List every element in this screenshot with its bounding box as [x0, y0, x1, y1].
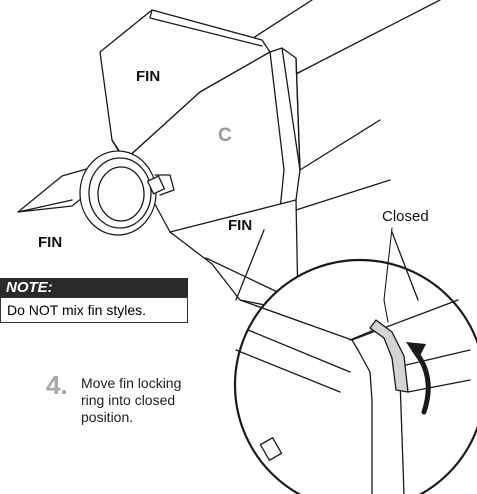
locking-ring: [369, 319, 409, 393]
detail-magnifier: [233, 258, 477, 494]
fin-right-label: FIN: [228, 217, 253, 234]
closed-callout: Closed: [382, 208, 429, 225]
fin-left-label: FIN: [38, 234, 63, 251]
part-c-label: C: [218, 125, 232, 146]
note-heading: NOTE:: [0, 278, 188, 297]
note-box: NOTE: Do NOT mix fin styles.: [0, 278, 188, 323]
body-tube: [249, 0, 441, 77]
step-instruction: Move fin locking ring into closed positi…: [81, 375, 182, 425]
fin-top-label: FIN: [136, 68, 161, 85]
note-text: Do NOT mix fin styles.: [0, 297, 188, 323]
step-number: 4.: [46, 370, 68, 400]
